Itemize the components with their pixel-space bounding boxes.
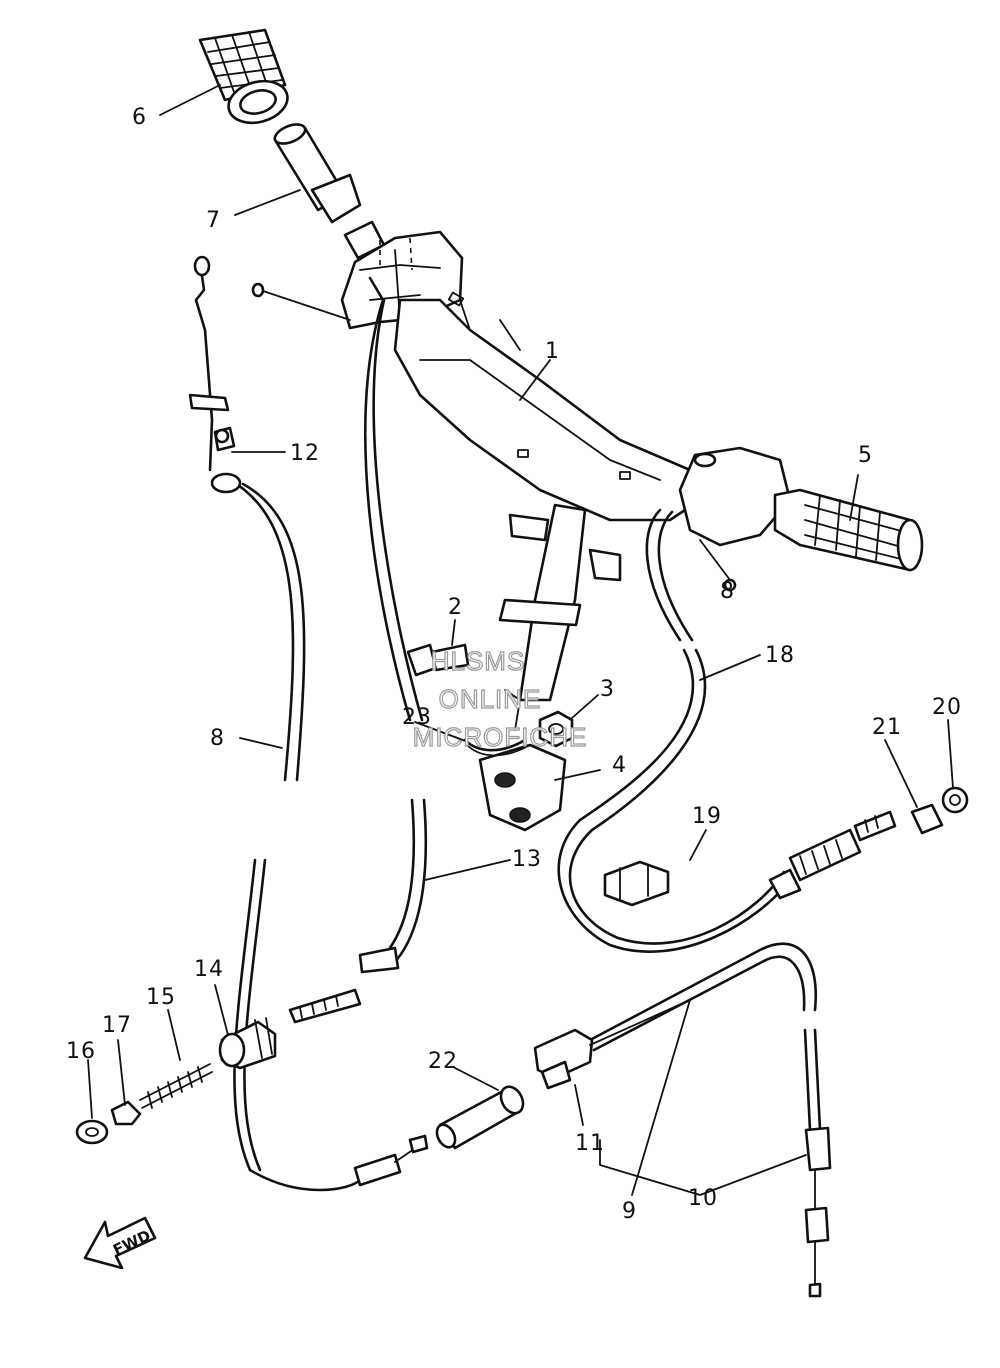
- wire-end: [251, 282, 351, 321]
- holder-part: [603, 860, 670, 907]
- wire-band-part: [463, 738, 529, 757]
- brake-cable-lower-part: [533, 942, 832, 1298]
- watermark-line-1: HLSMS: [431, 646, 526, 676]
- callout-23: 23: [402, 705, 432, 730]
- callout-1: 1: [545, 339, 560, 364]
- callout-19: 19: [692, 804, 722, 829]
- nut-part: [538, 710, 574, 748]
- callout-15: 15: [146, 985, 176, 1010]
- callout-7: 7: [206, 208, 221, 233]
- watermark-line-3: MICROFICHE: [413, 722, 588, 752]
- callout-6: 6: [132, 105, 147, 130]
- callout-20: 20: [932, 695, 962, 720]
- bolt-part: [406, 643, 470, 677]
- callout-21: 21: [872, 715, 902, 740]
- left-grip-part: [198, 28, 289, 125]
- callout-3: 3: [600, 677, 615, 702]
- callout-11: 11: [575, 1131, 605, 1156]
- callout-10: 10: [688, 1186, 718, 1211]
- brake-cable-left-part: [288, 276, 428, 1024]
- callout-12: 12: [290, 441, 320, 466]
- callout-5: 5: [858, 443, 873, 468]
- adjuster-part: [213, 426, 236, 452]
- watermark-line-2: ONLINE: [439, 684, 542, 714]
- leader-lines: [87, 84, 954, 1196]
- callout-17: 17: [102, 1013, 132, 1038]
- brake-cable-right-part: [557, 508, 897, 953]
- watermark: HLSMS ONLINE MICROFICHE: [412, 645, 588, 752]
- callout-13: 13: [512, 847, 542, 872]
- cable-end-parts: [910, 786, 969, 835]
- callout-8-right: 8: [720, 579, 735, 604]
- throttle-grip-part: [273, 123, 386, 260]
- sleeve-part: [435, 1085, 525, 1150]
- steering-column: [498, 503, 622, 702]
- callout-2: 2: [448, 595, 463, 620]
- callout-9: 9: [622, 1199, 637, 1224]
- forward-direction-arrow-icon: FWD: [83, 1216, 157, 1270]
- callout-14: 14: [194, 957, 224, 982]
- callout-8: 8: [210, 726, 225, 751]
- callout-18: 18: [765, 643, 795, 668]
- callout-22: 22: [428, 1049, 458, 1074]
- right-grip-part: [678, 446, 924, 592]
- callout-4: 4: [612, 753, 627, 778]
- clamp-part: [478, 689, 567, 832]
- handlebar-part: [393, 291, 702, 522]
- callout-labels: 1 2 3 4 5 6 7 8 8 9 10 11 12 13 14 15 16…: [66, 105, 962, 1224]
- callout-16: 16: [66, 1039, 96, 1064]
